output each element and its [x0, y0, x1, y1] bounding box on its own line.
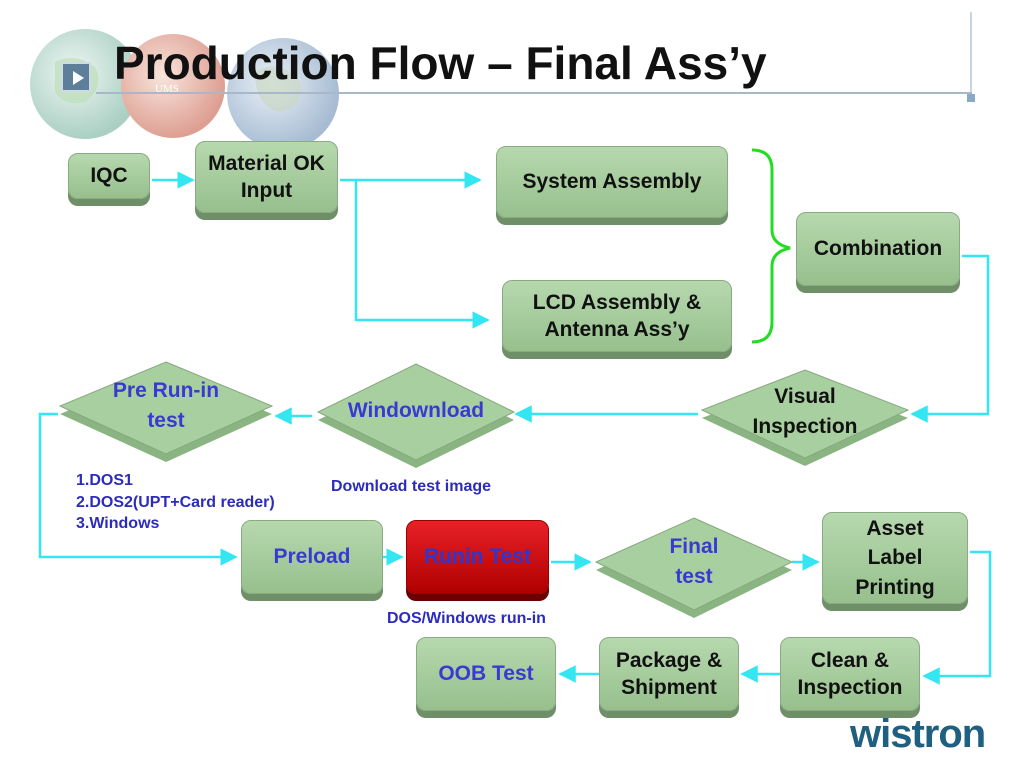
pre-runin-note-1: 1.DOS1 [76, 472, 133, 489]
combination-label: Combination [813, 237, 943, 261]
system-assembly-box: System Assembly [496, 146, 728, 218]
package-shipment-label-line1: Package & [615, 648, 723, 672]
windownload-note: Download test image [331, 478, 492, 495]
arrow-material-to-lcd [354, 180, 490, 329]
final-test-diamond: Final test [594, 516, 794, 618]
runin-test-box: Runin Test [406, 520, 549, 594]
oob-test-label: OOB Test [438, 662, 534, 686]
windownload-label: Windownload [347, 399, 485, 422]
runin-note: DOS/Windows run-in [387, 610, 546, 627]
asset-label-line3: Printing [855, 575, 935, 599]
asset-label-box: Asset Label Printing [822, 512, 968, 604]
material-ok-box: Material OK Input [195, 141, 338, 213]
windownload-diamond: Windownload [316, 362, 516, 468]
package-shipment-label-line2: Shipment [621, 676, 717, 699]
arrow-prerun-to-preload [38, 412, 238, 566]
iqc-label: IQC [90, 164, 128, 188]
play-icon[interactable] [61, 62, 91, 92]
slide-title: Production Flow – Final Ass’y [114, 37, 767, 89]
title-rule [96, 92, 972, 94]
title-rule-vertical [970, 12, 972, 92]
arrow-combination-to-visual [910, 254, 990, 423]
system-assembly-label: System Assembly [522, 170, 702, 194]
wistron-logo: wistron [850, 712, 986, 756]
combination-box: Combination [796, 212, 960, 286]
material-ok-label-line1: Material OK [208, 151, 325, 175]
lcd-assembly-box: LCD Assembly & Antenna Ass’y [502, 280, 732, 352]
package-shipment-box: Package & Shipment [599, 637, 739, 711]
pre-runin-label-line1: Pre Run-in [112, 379, 220, 402]
pre-runin-diamond: Pre Run-in test [58, 360, 274, 462]
final-test-label-line1: Final [669, 535, 719, 558]
runin-test-label: Runin Test [424, 545, 531, 569]
clean-inspection-box: Clean & Inspection [780, 637, 920, 711]
final-test-label-line2: test [675, 565, 713, 589]
asset-label-line1: Asset [866, 516, 924, 540]
pre-runin-label-line2: test [147, 409, 185, 433]
lcd-assembly-label-line2: Antenna Ass’y [544, 318, 690, 341]
visual-inspection-diamond: Visual Inspection [700, 368, 910, 466]
lcd-assembly-label-line1: LCD Assembly & [532, 290, 702, 314]
arrow-asset-to-clean [922, 550, 992, 685]
visual-inspection-label-line2: Inspection [752, 415, 858, 439]
visual-inspection-label-line1: Visual [774, 385, 836, 408]
pre-runin-note-3: 3.Windows [76, 515, 160, 533]
combination-bracket [751, 148, 791, 344]
oob-test-box: OOB Test [416, 637, 556, 711]
iqc-box: IQC [68, 153, 150, 199]
preload-label: Preload [273, 545, 351, 569]
pre-runin-note-2: 2.DOS2(UPT+Card reader) [76, 493, 275, 511]
clean-inspection-label-line1: Clean & [810, 648, 890, 672]
clean-inspection-label-line2: Inspection [797, 676, 903, 699]
material-ok-label-line2: Input [240, 179, 293, 202]
pre-runin-notes: 1.DOS1 2.DOS2(UPT+Card reader) 3.Windows [76, 470, 275, 535]
title-accent-dot [967, 94, 975, 102]
asset-label-line2: Label [867, 546, 923, 570]
preload-box: Preload [241, 520, 383, 594]
